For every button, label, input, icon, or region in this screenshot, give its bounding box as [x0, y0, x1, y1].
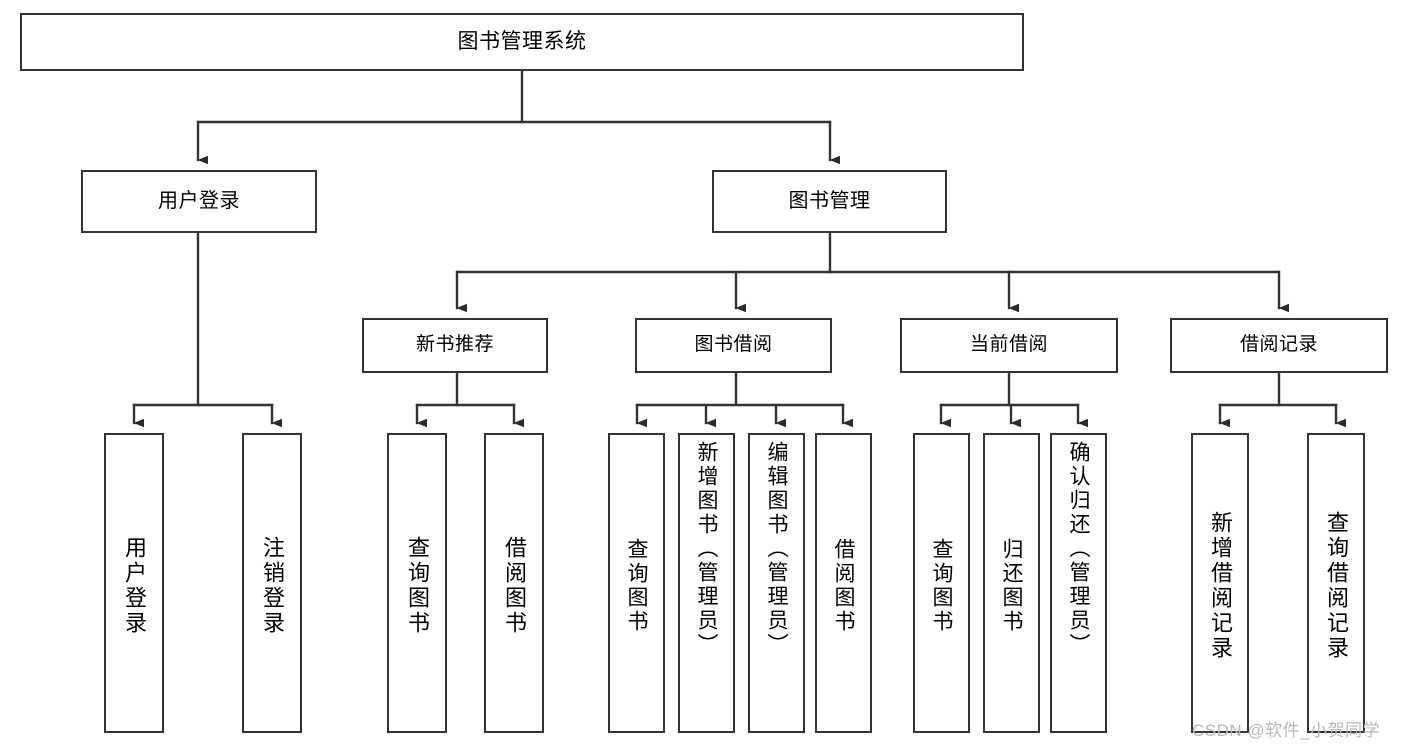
node-user-login-label: 用户登录 [158, 189, 240, 212]
node-leaf-query-book[interactable]: 查询图书 [608, 433, 665, 733]
node-user-login[interactable]: 用户登录 [81, 170, 317, 233]
node-book-management[interactable]: 图书管理 [712, 170, 947, 233]
node-leaf-add-book-admin-label: 新增图书（管理员） [695, 441, 718, 657]
node-borrow-records-label: 借阅记录 [1239, 334, 1318, 356]
node-book-borrow[interactable]: 图书借阅 [635, 318, 832, 373]
node-leaf-add-book-admin[interactable]: 新增图书（管理员） [678, 433, 735, 733]
node-current-borrow-label: 当前借阅 [969, 334, 1048, 356]
csdn-watermark: CSDN @软件_小贺同学 [1192, 721, 1381, 740]
node-book-borrow-label: 图书借阅 [694, 334, 773, 356]
node-leaf-add-borrow-record[interactable]: 新增借阅记录 [1191, 433, 1249, 733]
node-leaf-user-logout[interactable]: 注销登录 [242, 433, 302, 733]
node-leaf-query-book-label: 查询图书 [625, 538, 648, 634]
node-leaf-return-book[interactable]: 归还图书 [983, 433, 1040, 733]
node-leaf-edit-book-admin-label: 编辑图书（管理员） [765, 441, 788, 657]
node-leaf-query-borrow-record-label: 查询借阅记录 [1324, 511, 1349, 661]
node-leaf-borrow-book-label: 借阅图书 [832, 538, 855, 634]
node-leaf-user-login-label: 用户登录 [122, 536, 147, 636]
node-leaf-return-book-label: 归还图书 [1000, 538, 1023, 634]
node-current-borrow[interactable]: 当前借阅 [900, 318, 1118, 373]
node-leaf-query-book-rec[interactable]: 查询图书 [387, 433, 447, 733]
node-root[interactable]: 图书管理系统 [20, 13, 1024, 71]
node-borrow-records[interactable]: 借阅记录 [1170, 318, 1388, 373]
node-leaf-user-login[interactable]: 用户登录 [104, 433, 164, 733]
node-root-label: 图书管理系统 [457, 29, 587, 53]
node-new-book-recommend[interactable]: 新书推荐 [362, 318, 548, 373]
node-leaf-query-book-cur[interactable]: 查询图书 [913, 433, 970, 733]
node-book-management-label: 图书管理 [788, 189, 871, 212]
node-leaf-confirm-return-admin-label: 确认归还（管理员） [1067, 441, 1090, 657]
node-leaf-query-book-cur-label: 查询图书 [930, 538, 953, 634]
node-leaf-query-borrow-record[interactable]: 查询借阅记录 [1307, 433, 1365, 733]
node-leaf-edit-book-admin[interactable]: 编辑图书（管理员） [748, 433, 805, 733]
node-leaf-borrow-book-rec-label: 借阅图书 [502, 536, 527, 636]
node-leaf-add-borrow-record-label: 新增借阅记录 [1208, 511, 1233, 661]
node-leaf-confirm-return-admin[interactable]: 确认归还（管理员） [1050, 433, 1107, 733]
node-new-book-recommend-label: 新书推荐 [415, 334, 494, 356]
node-leaf-user-logout-label: 注销登录 [260, 536, 285, 636]
node-leaf-borrow-book[interactable]: 借阅图书 [815, 433, 872, 733]
node-leaf-query-book-rec-label: 查询图书 [405, 536, 430, 636]
node-leaf-borrow-book-rec[interactable]: 借阅图书 [484, 433, 544, 733]
